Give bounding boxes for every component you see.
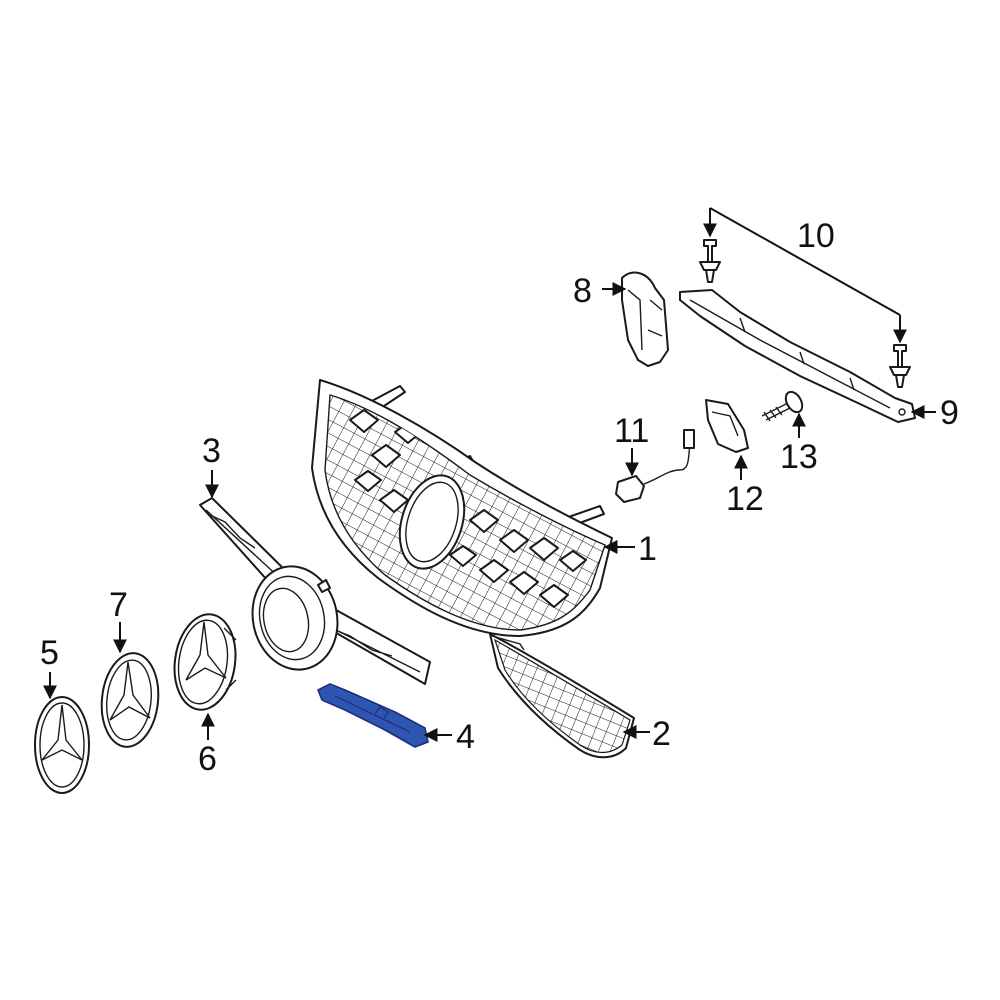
- callout-11: 11: [614, 412, 649, 450]
- part-1-main-grille[interactable]: [311, 379, 613, 637]
- part-9-support-rail[interactable]: [679, 289, 916, 423]
- callout-1: 1: [638, 530, 657, 568]
- callout-10: 10: [797, 217, 835, 255]
- callout-numbers: 1 2 3 4 5 6 7 8 9 10 11 12 13: [40, 217, 959, 778]
- callout-13: 13: [780, 438, 818, 476]
- callout-2: 2: [652, 715, 671, 753]
- part-11-sensor[interactable]: [615, 429, 695, 503]
- part-6-emblem-base[interactable]: [169, 610, 242, 713]
- callout-5: 5: [40, 634, 59, 672]
- part-12-clip-bracket[interactable]: [705, 399, 749, 453]
- callout-7: 7: [109, 586, 128, 624]
- part-5-star-emblem[interactable]: [34, 696, 90, 794]
- callout-12: 12: [726, 480, 764, 518]
- part-8-side-bracket[interactable]: [621, 271, 669, 367]
- callout-9: 9: [940, 394, 959, 432]
- callout-6: 6: [198, 740, 217, 778]
- part-2-lower-grille[interactable]: [489, 633, 635, 759]
- part-4-bracket-highlighted[interactable]: [317, 683, 429, 748]
- part-7-emblem[interactable]: [97, 650, 163, 749]
- part-13-screw[interactable]: [761, 389, 806, 422]
- callout-3: 3: [202, 432, 221, 470]
- part-10-push-pins[interactable]: [699, 239, 911, 388]
- callout-4: 4: [456, 718, 475, 756]
- part-3-grille-bar[interactable]: [199, 497, 431, 685]
- leader-lines: [43, 207, 936, 742]
- callout-8: 8: [573, 272, 592, 310]
